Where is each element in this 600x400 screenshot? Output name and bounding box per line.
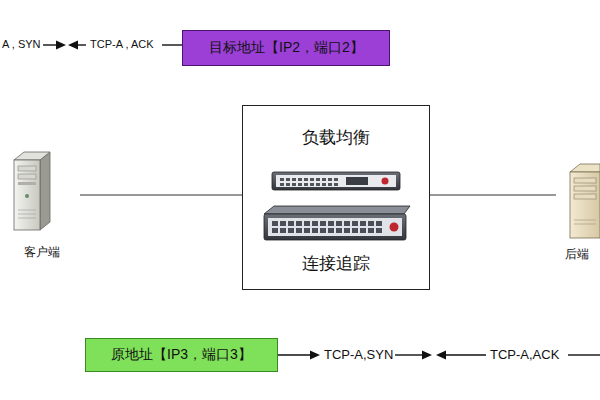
- node-label: 负载均衡: [302, 126, 370, 149]
- device-port: [272, 221, 278, 226]
- device-port: [320, 221, 326, 226]
- signal-label: A , SYN: [0, 38, 43, 50]
- device-port: [312, 228, 318, 233]
- device-port: [298, 183, 302, 186]
- signal-label: TCP-A,ACK: [488, 347, 561, 362]
- node-label: 原地址【IP3，端口3】: [111, 346, 252, 364]
- device-port: [280, 183, 284, 186]
- backend-node: 后端: [556, 160, 598, 264]
- node-label: 客户端: [24, 244, 60, 261]
- device-port: [316, 183, 320, 186]
- signal-label: TCP-A , ACK: [88, 38, 156, 50]
- device-port: [280, 178, 284, 181]
- device-port: [304, 228, 310, 233]
- client-node: 客户端: [4, 148, 80, 264]
- device-port: [272, 228, 278, 233]
- device-port: [292, 178, 296, 181]
- device-port: [304, 221, 310, 226]
- device-port: [344, 221, 350, 226]
- connector-line: [80, 194, 242, 195]
- device-port: [310, 183, 314, 186]
- client-server-icon: [14, 152, 50, 230]
- device-port: [310, 178, 314, 181]
- device-port: [328, 183, 332, 186]
- load-balancer-device: [272, 172, 400, 190]
- device-port: [296, 228, 302, 233]
- node-label: 后端: [565, 246, 589, 263]
- device-port: [334, 178, 338, 181]
- device-port: [288, 221, 294, 226]
- device-port: [352, 221, 358, 226]
- device-port: [328, 228, 334, 233]
- device-port: [286, 178, 290, 181]
- device-port: [328, 178, 332, 181]
- device-port: [312, 221, 318, 226]
- device-port: [304, 183, 308, 186]
- device-port: [286, 183, 290, 186]
- destination-address-box: 目标地址【IP2，端口2】: [182, 30, 390, 66]
- device-port: [280, 228, 286, 233]
- device-port: [376, 221, 382, 226]
- device-port: [360, 221, 366, 226]
- device-port: [376, 228, 382, 233]
- device-port: [328, 221, 334, 226]
- device-port: [368, 228, 374, 233]
- device-port: [322, 178, 326, 181]
- device-port: [292, 183, 296, 186]
- backend-server-icon: [570, 164, 600, 238]
- load-balancer-group: 负载均衡连接追踪: [242, 105, 430, 290]
- device-port: [360, 228, 366, 233]
- device-port: [352, 228, 358, 233]
- device-port: [368, 221, 374, 226]
- device-port: [322, 183, 326, 186]
- device-port: [316, 178, 320, 181]
- device-port: [344, 228, 350, 233]
- node-label: 连接追踪: [302, 252, 370, 275]
- signal-label: TCP-A,SYN: [322, 347, 395, 362]
- device-port: [304, 178, 308, 181]
- device-port: [336, 228, 342, 233]
- device-port: [334, 183, 338, 186]
- device-port: [336, 221, 342, 226]
- connector-line: [430, 194, 556, 195]
- node-label: 目标地址【IP2，端口2】: [209, 39, 364, 57]
- device-port: [298, 178, 302, 181]
- connection-tracking-device: [264, 206, 410, 240]
- source-address-box: 原地址【IP3，端口3】: [85, 338, 278, 372]
- device-port: [288, 228, 294, 233]
- device-port: [320, 228, 326, 233]
- device-port: [280, 221, 286, 226]
- device-port: [296, 221, 302, 226]
